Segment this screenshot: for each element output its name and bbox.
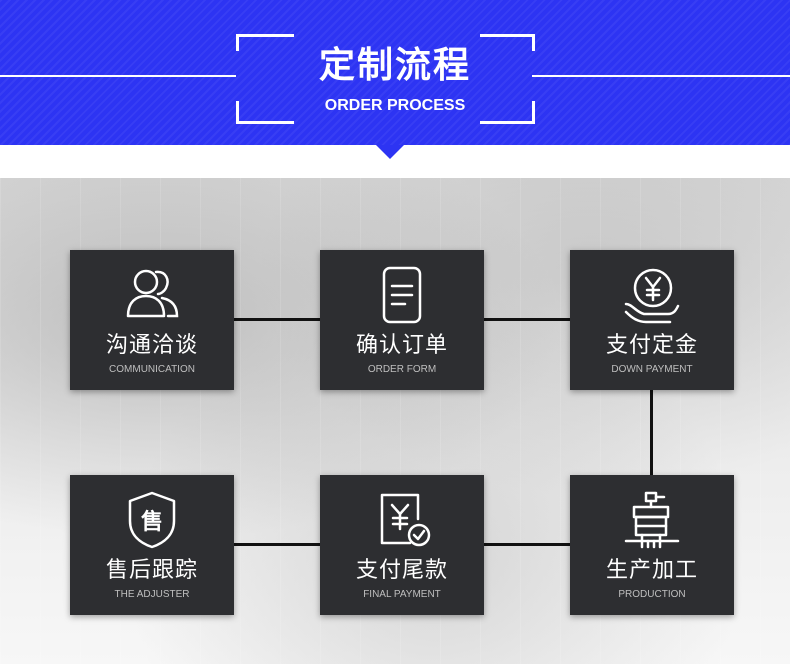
bracket-bottom-left <box>236 101 294 124</box>
step-label: 支付尾款 <box>355 558 448 583</box>
step-card-final-payment[interactable]: 支付尾款 FINAL PAYMENT <box>320 475 484 615</box>
connector-5-6 <box>234 543 320 546</box>
step-card-communication[interactable]: 沟通洽谈 COMMUNICATION <box>70 250 234 390</box>
shield-icon: 售 <box>122 489 182 551</box>
step-sublabel: FINAL PAYMENT <box>363 589 441 600</box>
step-sublabel: PRODUCTION <box>618 589 686 600</box>
people-icon <box>122 264 182 326</box>
step-sublabel: ORDER FORM <box>367 364 437 375</box>
step-label: 生产加工 <box>605 558 698 583</box>
connector-4-5 <box>484 543 570 546</box>
yen-coin-hand-icon <box>622 264 682 326</box>
page-title: 定制流程 <box>318 45 471 86</box>
connector-2-3 <box>484 318 570 321</box>
step-label: 售后跟踪 <box>105 558 198 583</box>
step-sublabel: THE ADJUSTER <box>114 589 190 600</box>
step-card-down-payment[interactable]: 支付定金 DOWN PAYMENT <box>570 250 734 390</box>
step-label: 支付定金 <box>605 333 698 358</box>
svg-text:售: 售 <box>141 509 163 535</box>
step-card-adjuster[interactable]: 售 售后跟踪 THE ADJUSTER <box>70 475 234 615</box>
connector-1-2 <box>234 318 320 321</box>
step-label: 沟通洽谈 <box>105 333 198 358</box>
step-card-production[interactable]: 生产加工 PRODUCTION <box>570 475 734 615</box>
bracket-top-right <box>480 34 535 51</box>
header-banner: 定制流程 ORDER PROCESS <box>0 0 790 145</box>
banner-rule-right <box>532 75 790 77</box>
bracket-bottom-right <box>480 101 535 124</box>
document-icon <box>372 264 432 326</box>
bracket-top-left <box>236 34 294 51</box>
banner-rule-left <box>0 75 236 77</box>
step-sublabel: DOWN PAYMENT <box>611 364 693 375</box>
step-card-order-form[interactable]: 确认订单 ORDER FORM <box>320 250 484 390</box>
yen-receipt-check-icon <box>372 489 432 551</box>
step-label: 确认订单 <box>355 333 448 358</box>
step-sublabel: COMMUNICATION <box>109 364 195 375</box>
page-subtitle: ORDER PROCESS <box>324 97 466 114</box>
machine-icon <box>622 489 682 551</box>
banner-pointer <box>376 145 404 159</box>
connector-3-4 <box>650 390 653 475</box>
